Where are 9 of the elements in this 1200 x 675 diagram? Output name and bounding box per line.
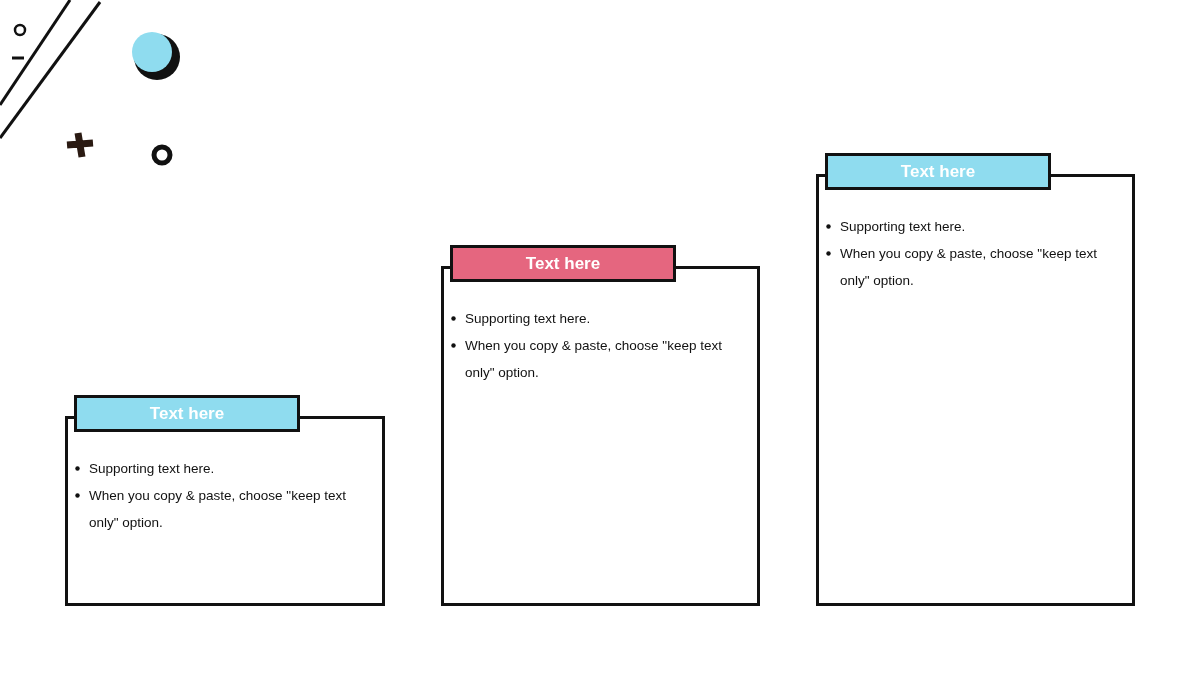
bullet-text: When you copy & paste, choose "keep text only" option. xyxy=(89,488,346,530)
heading-tab: Text here xyxy=(74,395,300,432)
bullet-text: When you copy & paste, choose "keep text only" option. xyxy=(465,338,722,380)
bullet-text: Supporting text here. xyxy=(840,219,966,234)
bullet-text: When you copy & paste, choose "keep text only" option. xyxy=(840,246,1097,288)
heading-tab: Text here xyxy=(825,153,1051,190)
bullet-text: Supporting text here. xyxy=(89,461,215,476)
heading-tab: Text here xyxy=(450,245,676,282)
bullet-text: Supporting text here. xyxy=(465,311,591,326)
